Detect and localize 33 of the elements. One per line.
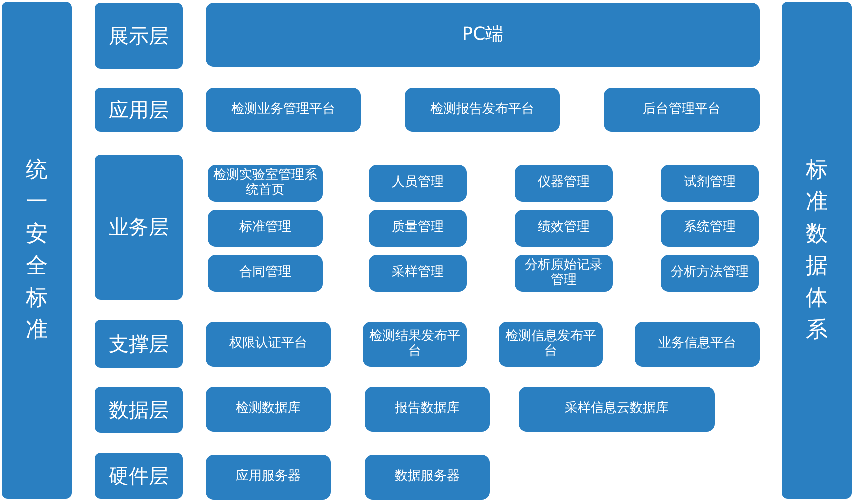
layer-label: 展示层 [95,3,183,69]
module-box: 检测信息发布平台 [499,322,603,367]
module-box: 采样管理 [369,255,467,292]
module-box: 仪器管理 [515,165,613,202]
layer-label: 业务层 [95,155,183,300]
side-bar: 统一安全标准 [2,2,72,499]
side-bar: 标准数据体系 [782,2,852,499]
module-box: 分析方法管理 [661,255,759,292]
module-box: 分析原始记录管理 [515,255,613,292]
module-box: 检测业务管理平台 [206,88,361,132]
module-box: 绩效管理 [515,210,613,247]
module-box: 数据服务器 [365,455,490,500]
module-box: 系统管理 [661,210,759,247]
layer-label: 应用层 [95,88,183,132]
module-box: 人员管理 [369,165,467,202]
module-box: PC端 [206,3,760,67]
module-box: 业务信息平台 [635,322,760,367]
module-box: 检测报告发布平台 [405,88,560,132]
module-box: 试剂管理 [661,165,759,202]
module-box: 标准管理 [208,210,323,247]
module-box: 检测数据库 [206,387,331,432]
module-box: 质量管理 [369,210,467,247]
module-box: 应用服务器 [206,455,331,500]
layer-label: 硬件层 [95,453,183,499]
module-box: 报告数据库 [365,387,490,432]
module-box: 权限认证平台 [206,322,331,367]
module-box: 采样信息云数据库 [519,387,715,432]
layer-label: 数据层 [95,387,183,433]
module-box: 检测实验室管理系统首页 [208,165,323,202]
module-box: 后台管理平台 [604,88,760,132]
module-box: 合同管理 [208,255,323,292]
layer-label: 支撑层 [95,320,183,368]
module-box: 检测结果发布平台 [363,322,467,367]
